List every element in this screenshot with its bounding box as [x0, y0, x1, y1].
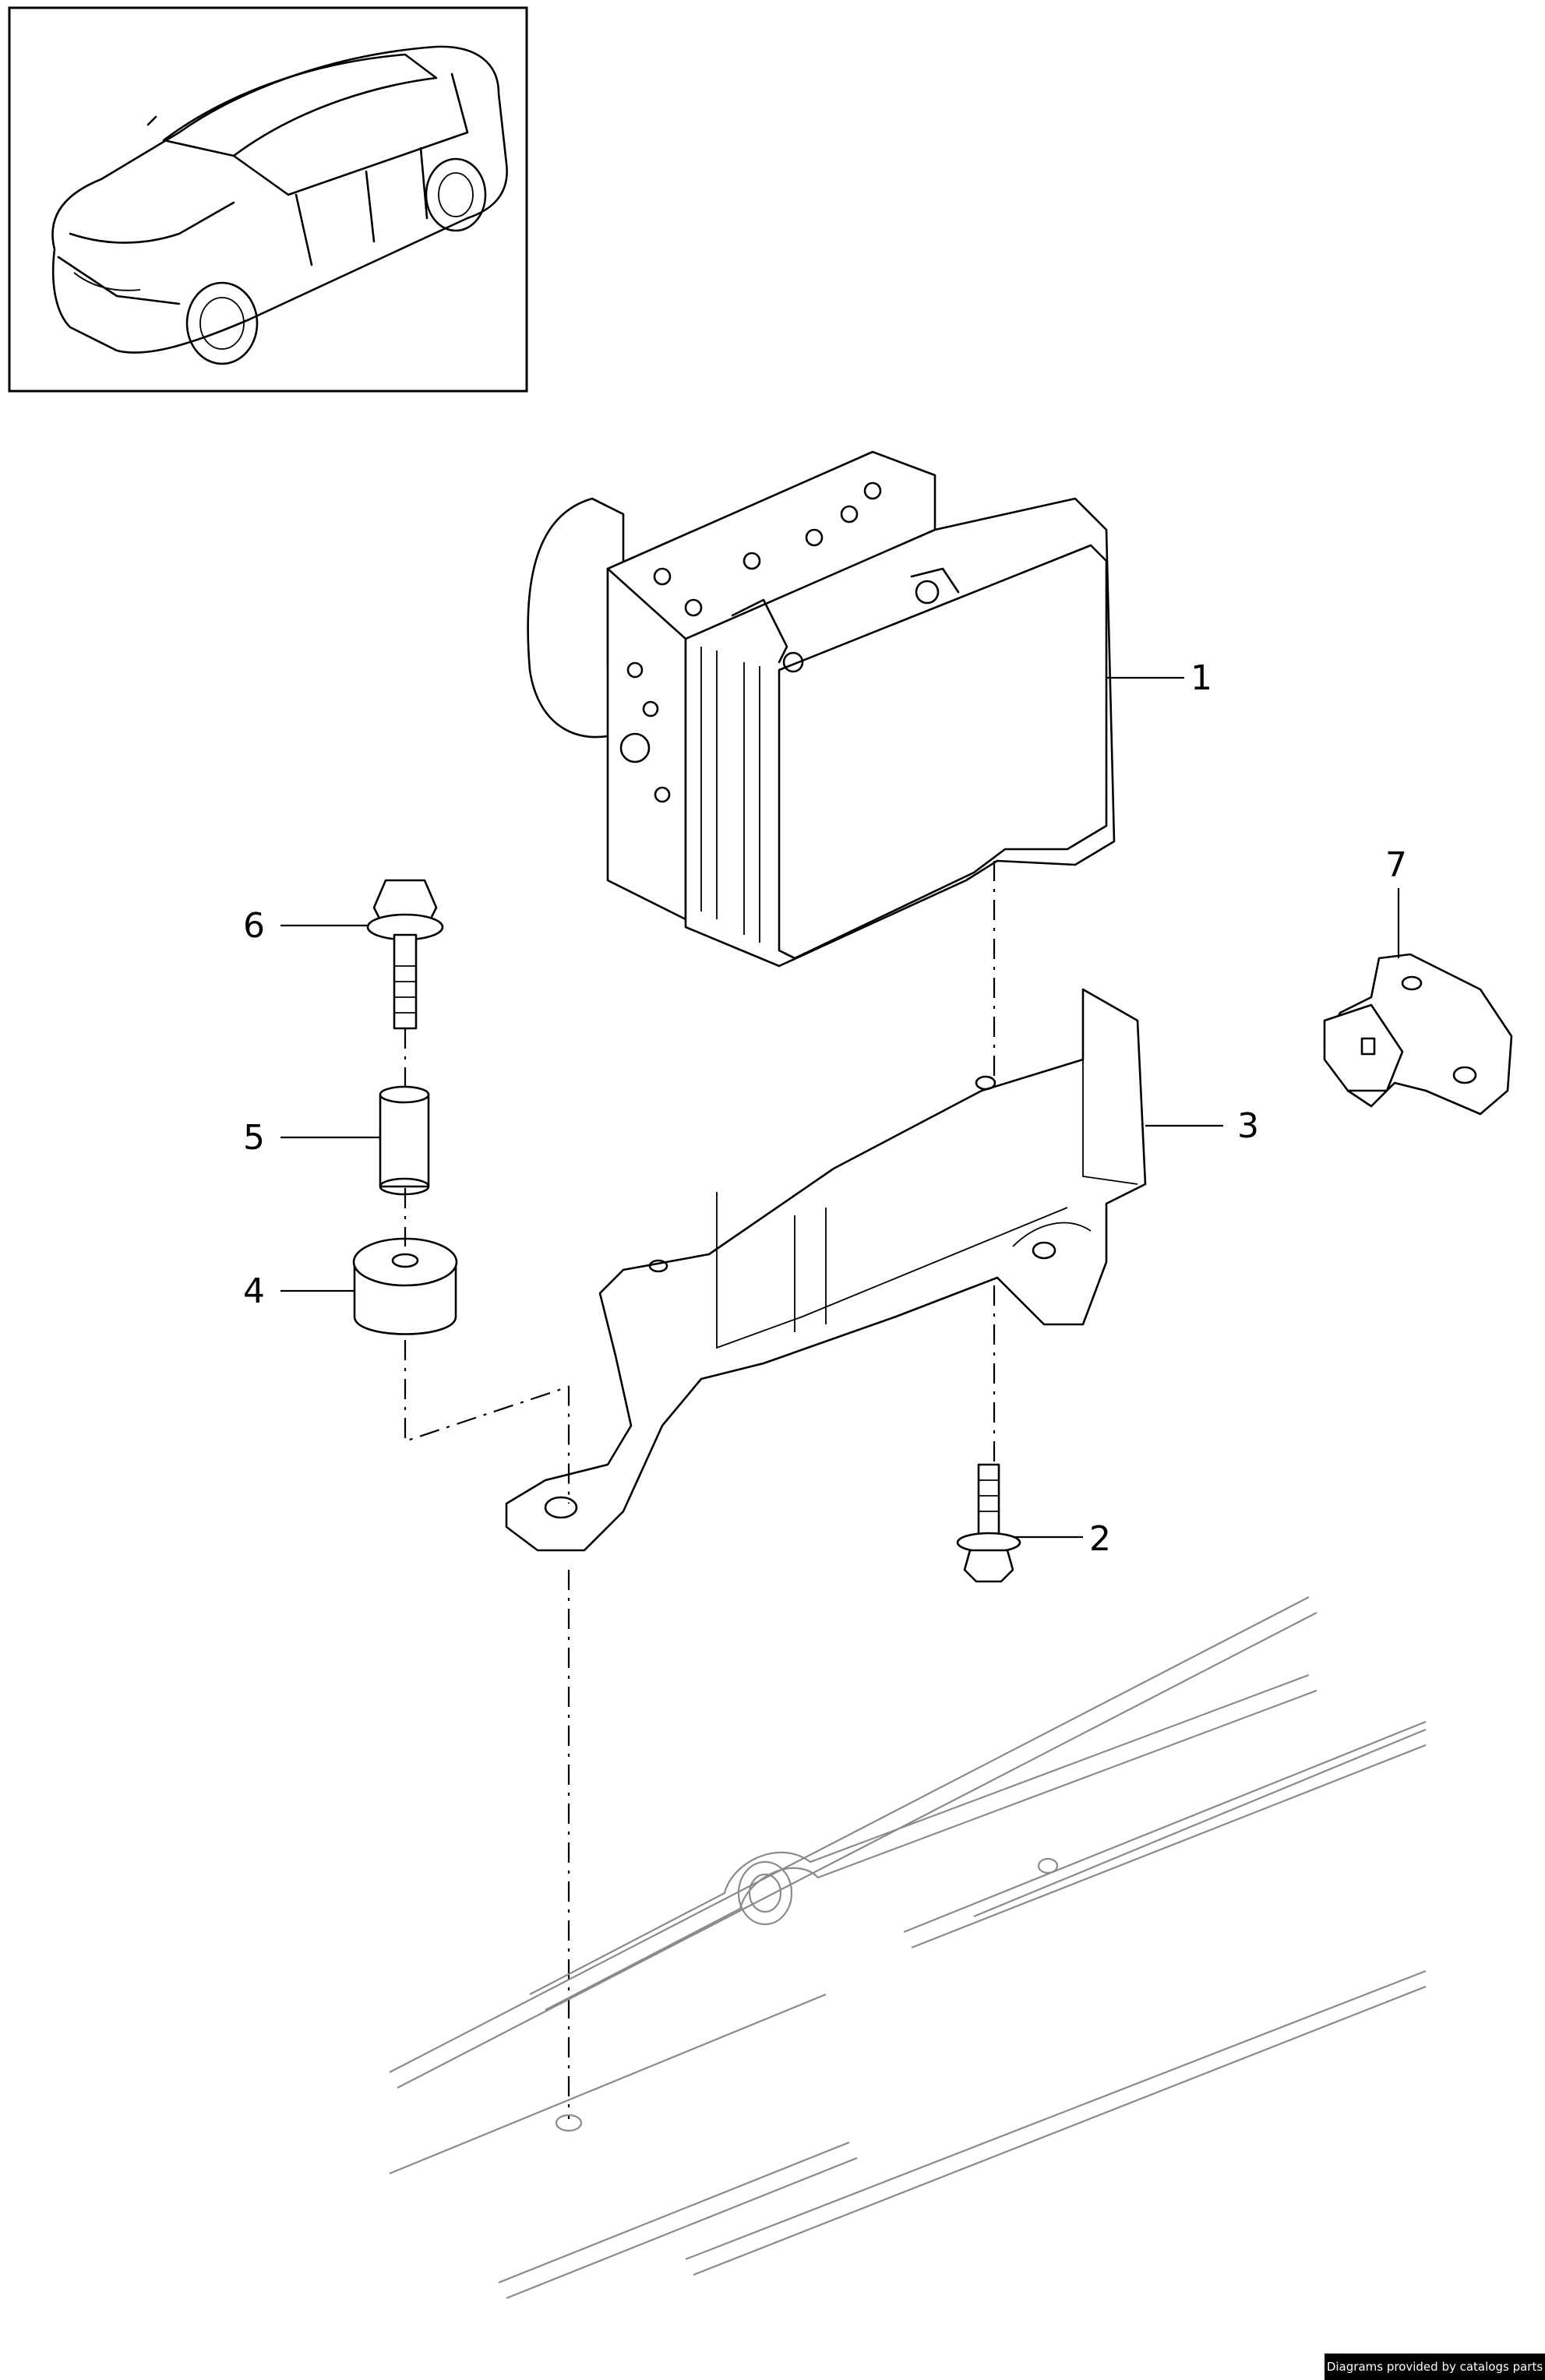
floor-panel	[389, 1596, 1427, 2300]
leader-lines	[280, 676, 1400, 1539]
abs-control-unit	[527, 450, 1116, 968]
callout-7: 7	[1385, 845, 1407, 885]
spacer-sleeve	[379, 1085, 430, 1196]
mounting-bracket	[505, 988, 1147, 1552]
credit-badge: Diagrams provided by catalogs parts	[1325, 2354, 1545, 2380]
car-illustration	[51, 45, 508, 365]
callout-4: 4	[243, 1271, 265, 1311]
vehicle-thumbnail	[8, 6, 528, 393]
callout-3: 3	[1237, 1106, 1259, 1146]
rubber-mount	[352, 1237, 458, 1335]
callout-5: 5	[243, 1118, 265, 1158]
alignment-lines	[404, 861, 996, 2119]
bolt-part-2	[956, 1463, 1021, 1583]
callout-1: 1	[1190, 658, 1212, 698]
yaw-rate-sensor	[1323, 953, 1513, 1116]
callout-6: 6	[243, 906, 265, 946]
bolt-part-6	[366, 879, 444, 1030]
callout-2: 2	[1089, 1519, 1111, 1559]
